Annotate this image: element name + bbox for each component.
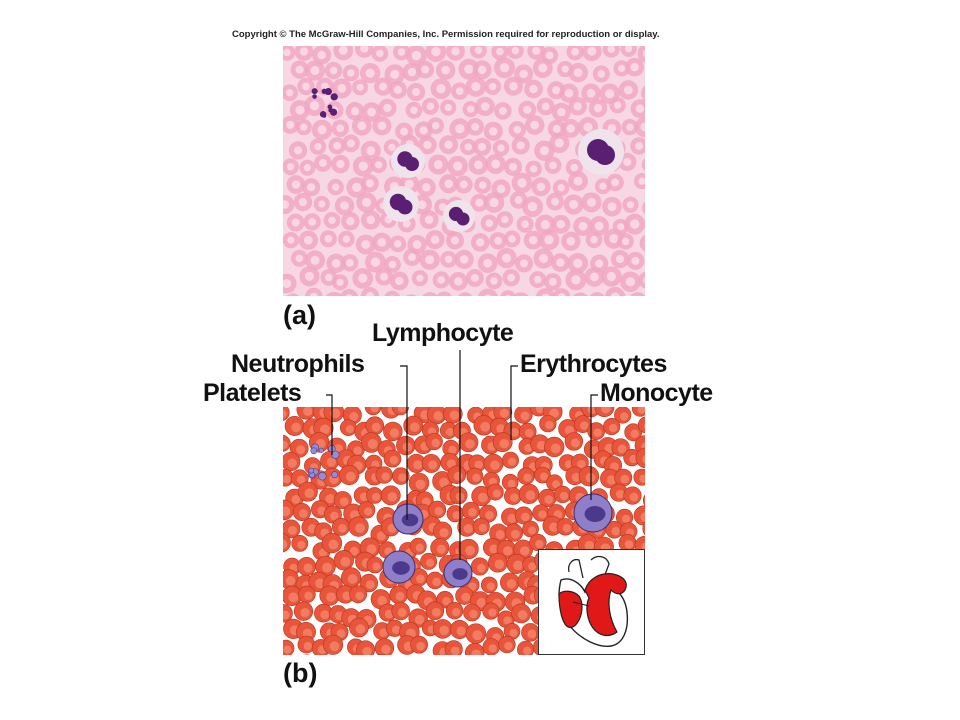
illustration-platelet xyxy=(331,471,339,479)
heart-icon xyxy=(558,555,629,647)
copyright-notice: Copyright © The McGraw-Hill Companies, I… xyxy=(232,29,660,40)
micrograph-rbc xyxy=(477,288,498,296)
micrograph-rbc xyxy=(605,286,626,296)
micrograph-rbc xyxy=(630,292,645,296)
label-erythrocytes: Erythrocytes xyxy=(520,350,667,378)
micrograph-rbc xyxy=(436,291,452,296)
micrograph-rbc xyxy=(360,287,380,296)
illustration-rbc xyxy=(642,494,645,507)
micrograph-rbc xyxy=(458,292,473,296)
leader-neutrophils xyxy=(400,365,408,520)
micrograph-platelet xyxy=(330,93,338,101)
illustration-platelet xyxy=(308,467,315,474)
panel-a-label: (a) xyxy=(283,300,316,330)
micrograph-image xyxy=(283,46,645,296)
micrograph-rbc xyxy=(286,293,299,296)
micrograph-rbc xyxy=(642,201,645,215)
micrograph-rbc xyxy=(641,158,645,172)
illustration-rbc xyxy=(635,447,645,469)
micrograph-platelet xyxy=(327,104,333,110)
micrograph-rbc xyxy=(512,292,529,296)
micrograph-rbc xyxy=(304,287,323,296)
micrograph-rbc xyxy=(535,288,556,296)
micrograph-rbc xyxy=(589,292,605,296)
heart-inset xyxy=(538,549,645,655)
micrograph-panel xyxy=(283,46,645,296)
micrograph-rbc xyxy=(325,291,343,296)
micrograph-rbc xyxy=(384,290,401,296)
label-neutrophils: Neutrophils xyxy=(231,350,365,378)
leader-monocyte xyxy=(590,394,598,500)
micrograph-rbc xyxy=(500,290,516,296)
micrograph-rbc xyxy=(638,271,645,289)
micrograph-rbc xyxy=(639,234,645,252)
micrograph-rbc xyxy=(637,46,645,63)
illustration-platelet xyxy=(318,447,324,453)
micrograph-rbc xyxy=(340,288,359,296)
leader-platelets xyxy=(326,394,333,455)
micrograph-rbc xyxy=(422,292,438,296)
micrograph-rbc xyxy=(634,116,645,138)
micrograph-platelet xyxy=(319,111,327,118)
label-platelets: Platelets xyxy=(203,379,302,407)
illustration-rbc xyxy=(377,654,387,655)
leader-erythrocytes xyxy=(510,365,518,440)
micrograph-rbc xyxy=(640,85,645,102)
micrograph-rbc xyxy=(406,294,417,296)
micrograph-platelet xyxy=(312,94,317,99)
micrograph-rbc xyxy=(573,292,588,296)
micrograph-platelet xyxy=(311,88,318,95)
illustration-platelet xyxy=(310,447,318,455)
panel-b-label: (b) xyxy=(283,658,318,688)
illustration-rbc xyxy=(642,521,645,536)
illustration-platelet xyxy=(318,472,327,481)
illustration-rbc xyxy=(637,416,645,434)
micrograph-platelet xyxy=(324,87,332,96)
label-lymphocyte: Lymphocyte xyxy=(372,319,514,347)
micrograph-rbc xyxy=(553,288,571,296)
label-monocyte: Monocyte xyxy=(600,379,713,407)
